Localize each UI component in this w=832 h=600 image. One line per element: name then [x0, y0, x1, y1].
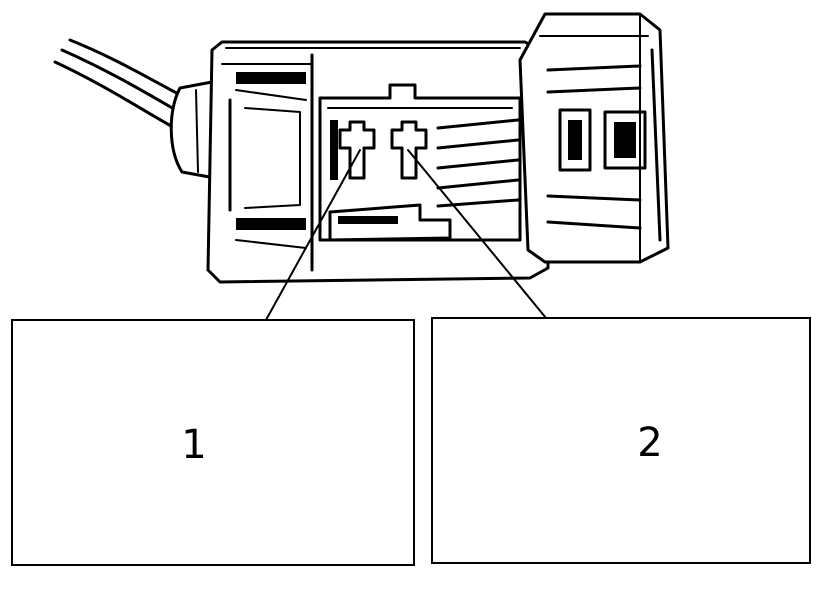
callout-2: 2: [431, 317, 811, 564]
lower-slot: [236, 218, 306, 230]
callout-label-2: 2: [637, 420, 662, 466]
callout-label-1: 1: [181, 422, 206, 468]
leader-line-2: [407, 149, 547, 319]
callout-box-2: [431, 317, 811, 564]
terminal-cavity-1: [338, 120, 376, 180]
wire-harness: [53, 38, 192, 134]
upper-slot: [236, 72, 306, 84]
rear-boot: [169, 80, 217, 180]
callout-1: 1: [11, 319, 415, 566]
leader-line-1: [265, 149, 361, 321]
callout-box-1: [11, 319, 415, 566]
connector-illustration-icon: [53, 12, 670, 321]
